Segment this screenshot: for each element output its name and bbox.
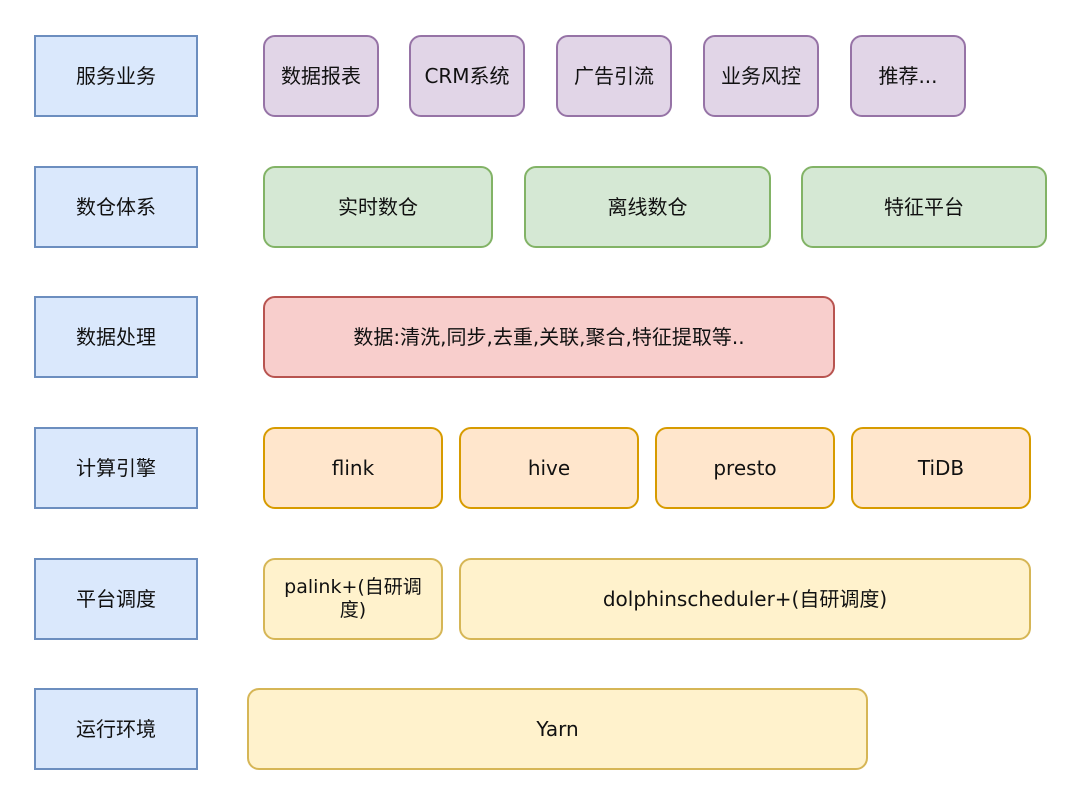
engine-item-flink: flink [263, 427, 443, 509]
scheduling-item-palink: palink+(自研调度) [263, 558, 443, 640]
layer-label-runtime: 运行环境 [34, 688, 198, 770]
scheduling-item-dolphinscheduler: dolphinscheduler+(自研调度) [459, 558, 1031, 640]
engine-item-presto: presto [655, 427, 835, 509]
layer-label-scheduling: 平台调度 [34, 558, 198, 640]
service-item-data-report: 数据报表 [263, 35, 379, 117]
layer-label-compute-engine: 计算引擎 [34, 427, 198, 509]
engine-item-hive: hive [459, 427, 639, 509]
warehouse-item-feature-platform: 特征平台 [801, 166, 1047, 248]
processing-item-tasks: 数据:清洗,同步,去重,关联,聚合,特征提取等.. [263, 296, 835, 378]
service-item-risk-control: 业务风控 [703, 35, 819, 117]
layer-label-warehouse: 数仓体系 [34, 166, 198, 248]
runtime-item-yarn: Yarn [247, 688, 868, 770]
warehouse-item-offline: 离线数仓 [524, 166, 771, 248]
warehouse-item-realtime: 实时数仓 [263, 166, 493, 248]
layer-label-service: 服务业务 [34, 35, 198, 117]
service-item-crm-system: CRM系统 [409, 35, 525, 117]
layer-label-processing: 数据处理 [34, 296, 198, 378]
service-item-ad-traffic: 广告引流 [556, 35, 672, 117]
engine-item-tidb: TiDB [851, 427, 1031, 509]
service-item-recommendation: 推荐... [850, 35, 966, 117]
